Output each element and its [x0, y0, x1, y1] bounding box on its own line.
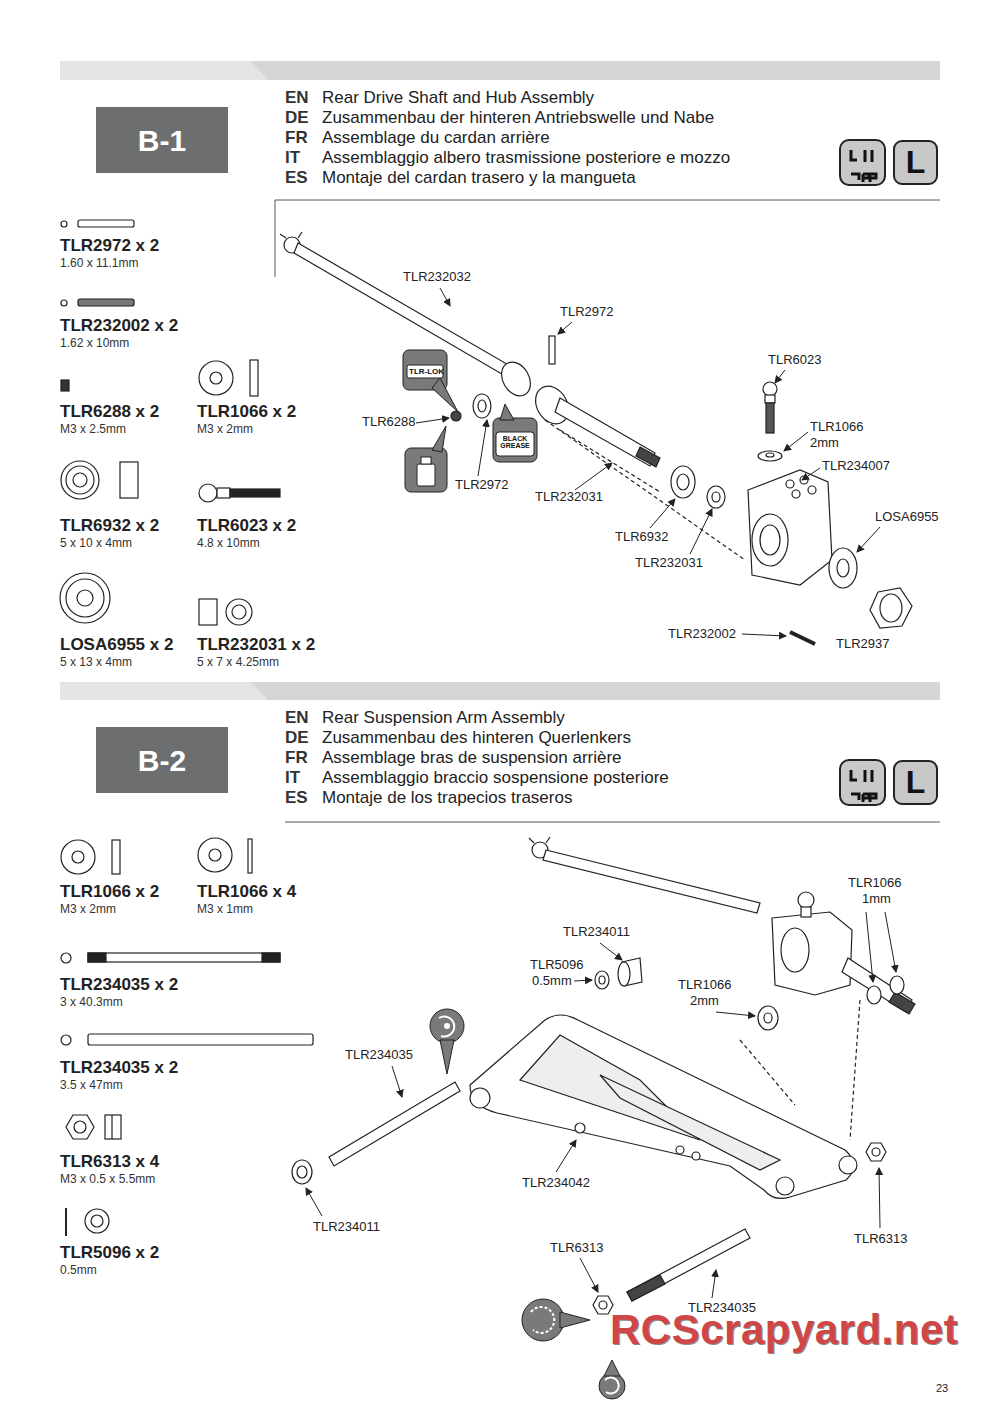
section-title: Assemblage bras de suspension arrière: [322, 748, 622, 768]
part-size: 4.8 x 10mm: [197, 537, 260, 551]
part-size: 0.5mm: [60, 1264, 97, 1278]
part-number: TLR2972 x 2: [60, 236, 159, 256]
callout-label: TLR6313: [550, 1241, 603, 1256]
callout-label: TLR6288: [362, 415, 415, 430]
callout-label: TLR2937: [836, 637, 889, 652]
part-size: 5 x 7 x 4.25mm: [197, 656, 279, 670]
callout-label: TLR232032: [403, 270, 471, 285]
language-code: EN: [285, 708, 309, 728]
part-size: 3.5 x 47mm: [60, 1079, 123, 1093]
callout-tag: TLR-LOK: [409, 367, 444, 376]
loctite-icon: L: [893, 760, 938, 805]
callout-label: TLR5096: [530, 958, 583, 973]
step-badge: B-2: [96, 727, 228, 793]
language-code: IT: [285, 768, 300, 788]
part-number: TLR1066 x 4: [197, 882, 296, 902]
part-number: TLR6023 x 2: [197, 516, 296, 536]
language-code: IT: [285, 148, 300, 168]
section-title: Montaje de los trapecios traseros: [322, 788, 572, 808]
callout-label: TLR232031: [635, 556, 703, 571]
part-number: TLR232002 x 2: [60, 316, 178, 336]
part-number: TLR6313 x 4: [60, 1152, 159, 1172]
section-title: Rear Drive Shaft and Hub Assembly: [322, 88, 594, 108]
node-text: B-2: [138, 744, 186, 777]
section-title: Assemblaggio albero trasmissione posteri…: [322, 148, 730, 168]
callout-label: TLR1066: [848, 876, 901, 891]
part-size: M3 x 2mm: [197, 423, 253, 437]
callout-tag: BLACK GREASE: [498, 435, 532, 450]
callout-label: TLR234035: [345, 1048, 413, 1063]
callout-label: 2mm: [690, 994, 719, 1009]
loctite-icon: L: [893, 140, 938, 185]
part-size: M3 x 2.5mm: [60, 423, 126, 437]
callout-label: TLR1066: [810, 420, 863, 435]
callout-label: TLR234042: [522, 1176, 590, 1191]
section-title: Zusammenbau des hinteren Querlenkers: [322, 728, 631, 748]
language-code: EN: [285, 88, 309, 108]
callout-label: 1mm: [862, 892, 891, 907]
callout-label: TLR2972: [560, 305, 613, 320]
callout-label: TLR6023: [768, 353, 821, 368]
section-title: Montaje del cardan trasero y la mangueta: [322, 168, 636, 188]
part-number: TLR234035 x 2: [60, 1058, 178, 1078]
callout-label: TLR234011: [563, 925, 630, 940]
part-number: TLR1066 x 2: [197, 402, 296, 422]
language-code: DE: [285, 728, 309, 748]
callout-label: TLR234007: [822, 459, 890, 474]
node-text: B-1: [138, 124, 186, 157]
part-number: TLR5096 x 2: [60, 1243, 159, 1263]
part-size: M3 x 2mm: [60, 903, 116, 917]
section-title: Rear Suspension Arm Assembly: [322, 708, 565, 728]
part-number: TLR232031 x 2: [197, 635, 315, 655]
callout-label: LOSA6955: [875, 510, 939, 525]
node-text: L: [906, 765, 926, 800]
part-number: TLR1066 x 2: [60, 882, 159, 902]
part-size: 5 x 13 x 4mm: [60, 656, 132, 670]
callout-label: TLR6313: [854, 1232, 907, 1247]
callout-label: TLR1066: [678, 978, 731, 993]
callout-label: 0.5mm: [532, 974, 572, 989]
language-code: ES: [285, 788, 308, 808]
callout-label: TLR6932: [615, 530, 668, 545]
part-number: TLR234035 x 2: [60, 975, 178, 995]
part-number: TLR6932 x 2: [60, 516, 159, 536]
language-code: ES: [285, 168, 308, 188]
section-title: Assemblage du cardan arrière: [322, 128, 550, 148]
part-number: LOSA6955 x 2: [60, 635, 173, 655]
part-size: 5 x 10 x 4mm: [60, 537, 132, 551]
step-badge: B-1: [96, 107, 228, 173]
watermark: RCScrapyard.net: [610, 1306, 958, 1354]
part-size: 1.60 x 11.1mm: [60, 257, 138, 271]
callout-label: TLR234011: [313, 1220, 380, 1235]
part-size: 1.62 x 10mm: [60, 337, 129, 351]
language-code: FR: [285, 748, 308, 768]
callout-label: TLR2972: [455, 478, 508, 493]
section-title: Assemblaggio braccio sospensione posteri…: [322, 768, 669, 788]
part-number: TLR6288 x 2: [60, 402, 159, 422]
part-size: M3 x 1mm: [197, 903, 253, 917]
callout-label: TLR232031: [535, 490, 603, 505]
callout-label: 2mm: [810, 436, 839, 451]
language-code: FR: [285, 128, 308, 148]
language-code: DE: [285, 108, 309, 128]
callout-label: TLR232002: [668, 627, 736, 642]
part-size: 3 x 40.3mm: [60, 996, 123, 1010]
part-size: M3 x 0.5 x 5.5mm: [60, 1173, 155, 1187]
section-title: Zusammenbau der hinteren Antriebswelle u…: [322, 108, 714, 128]
page-number: 23: [936, 1382, 948, 1395]
node-text: L: [906, 145, 926, 180]
